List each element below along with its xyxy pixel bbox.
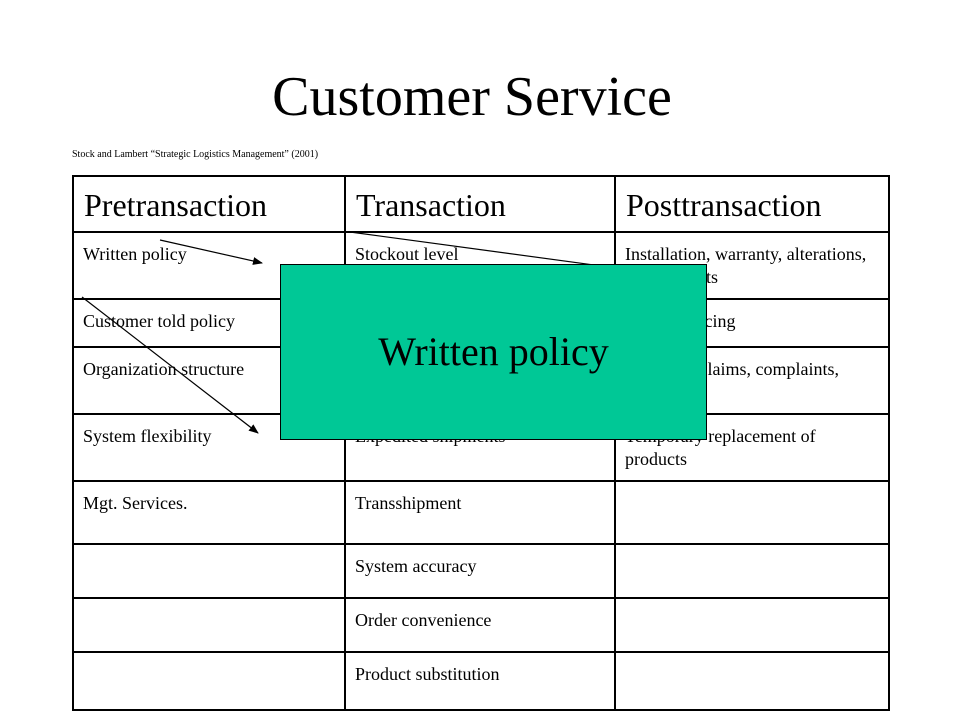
table-cell: [72, 651, 346, 711]
table-cell: Mgt. Services.: [72, 480, 346, 545]
table-cell: Temporary replacement of products: [614, 413, 890, 482]
popup-label: Written policy: [378, 329, 609, 374]
source-citation: Stock and Lambert “Strategic Logistics M…: [72, 149, 319, 160]
table-row: Product substitution: [72, 651, 890, 711]
table-cell: System accuracy: [344, 543, 616, 599]
table-cell: [72, 597, 346, 653]
customer-service-table: Pretransaction Transaction Posttransacti…: [72, 175, 890, 711]
table-cell: Order convenience: [344, 597, 616, 653]
table-row: System accuracy: [72, 543, 890, 599]
table-cell: [614, 651, 890, 711]
table-cell: [614, 597, 890, 653]
table-cell: Transshipment: [344, 480, 616, 545]
slide-title: Customer Service: [272, 66, 672, 128]
table-cell: [614, 480, 890, 545]
header-pretransaction: Pretransaction: [72, 175, 346, 233]
table-cell: Product substitution: [344, 651, 616, 711]
header-transaction: Transaction: [344, 175, 616, 233]
table-cell: [72, 543, 346, 599]
table-row: Order convenience: [72, 597, 890, 653]
table-row: Mgt. Services. Transshipment: [72, 480, 890, 545]
table-cell: [614, 543, 890, 599]
written-policy-popup: Written policy: [280, 264, 707, 440]
table-header-row: Pretransaction Transaction Posttransacti…: [72, 175, 890, 233]
header-posttransaction: Posttransaction: [614, 175, 890, 233]
